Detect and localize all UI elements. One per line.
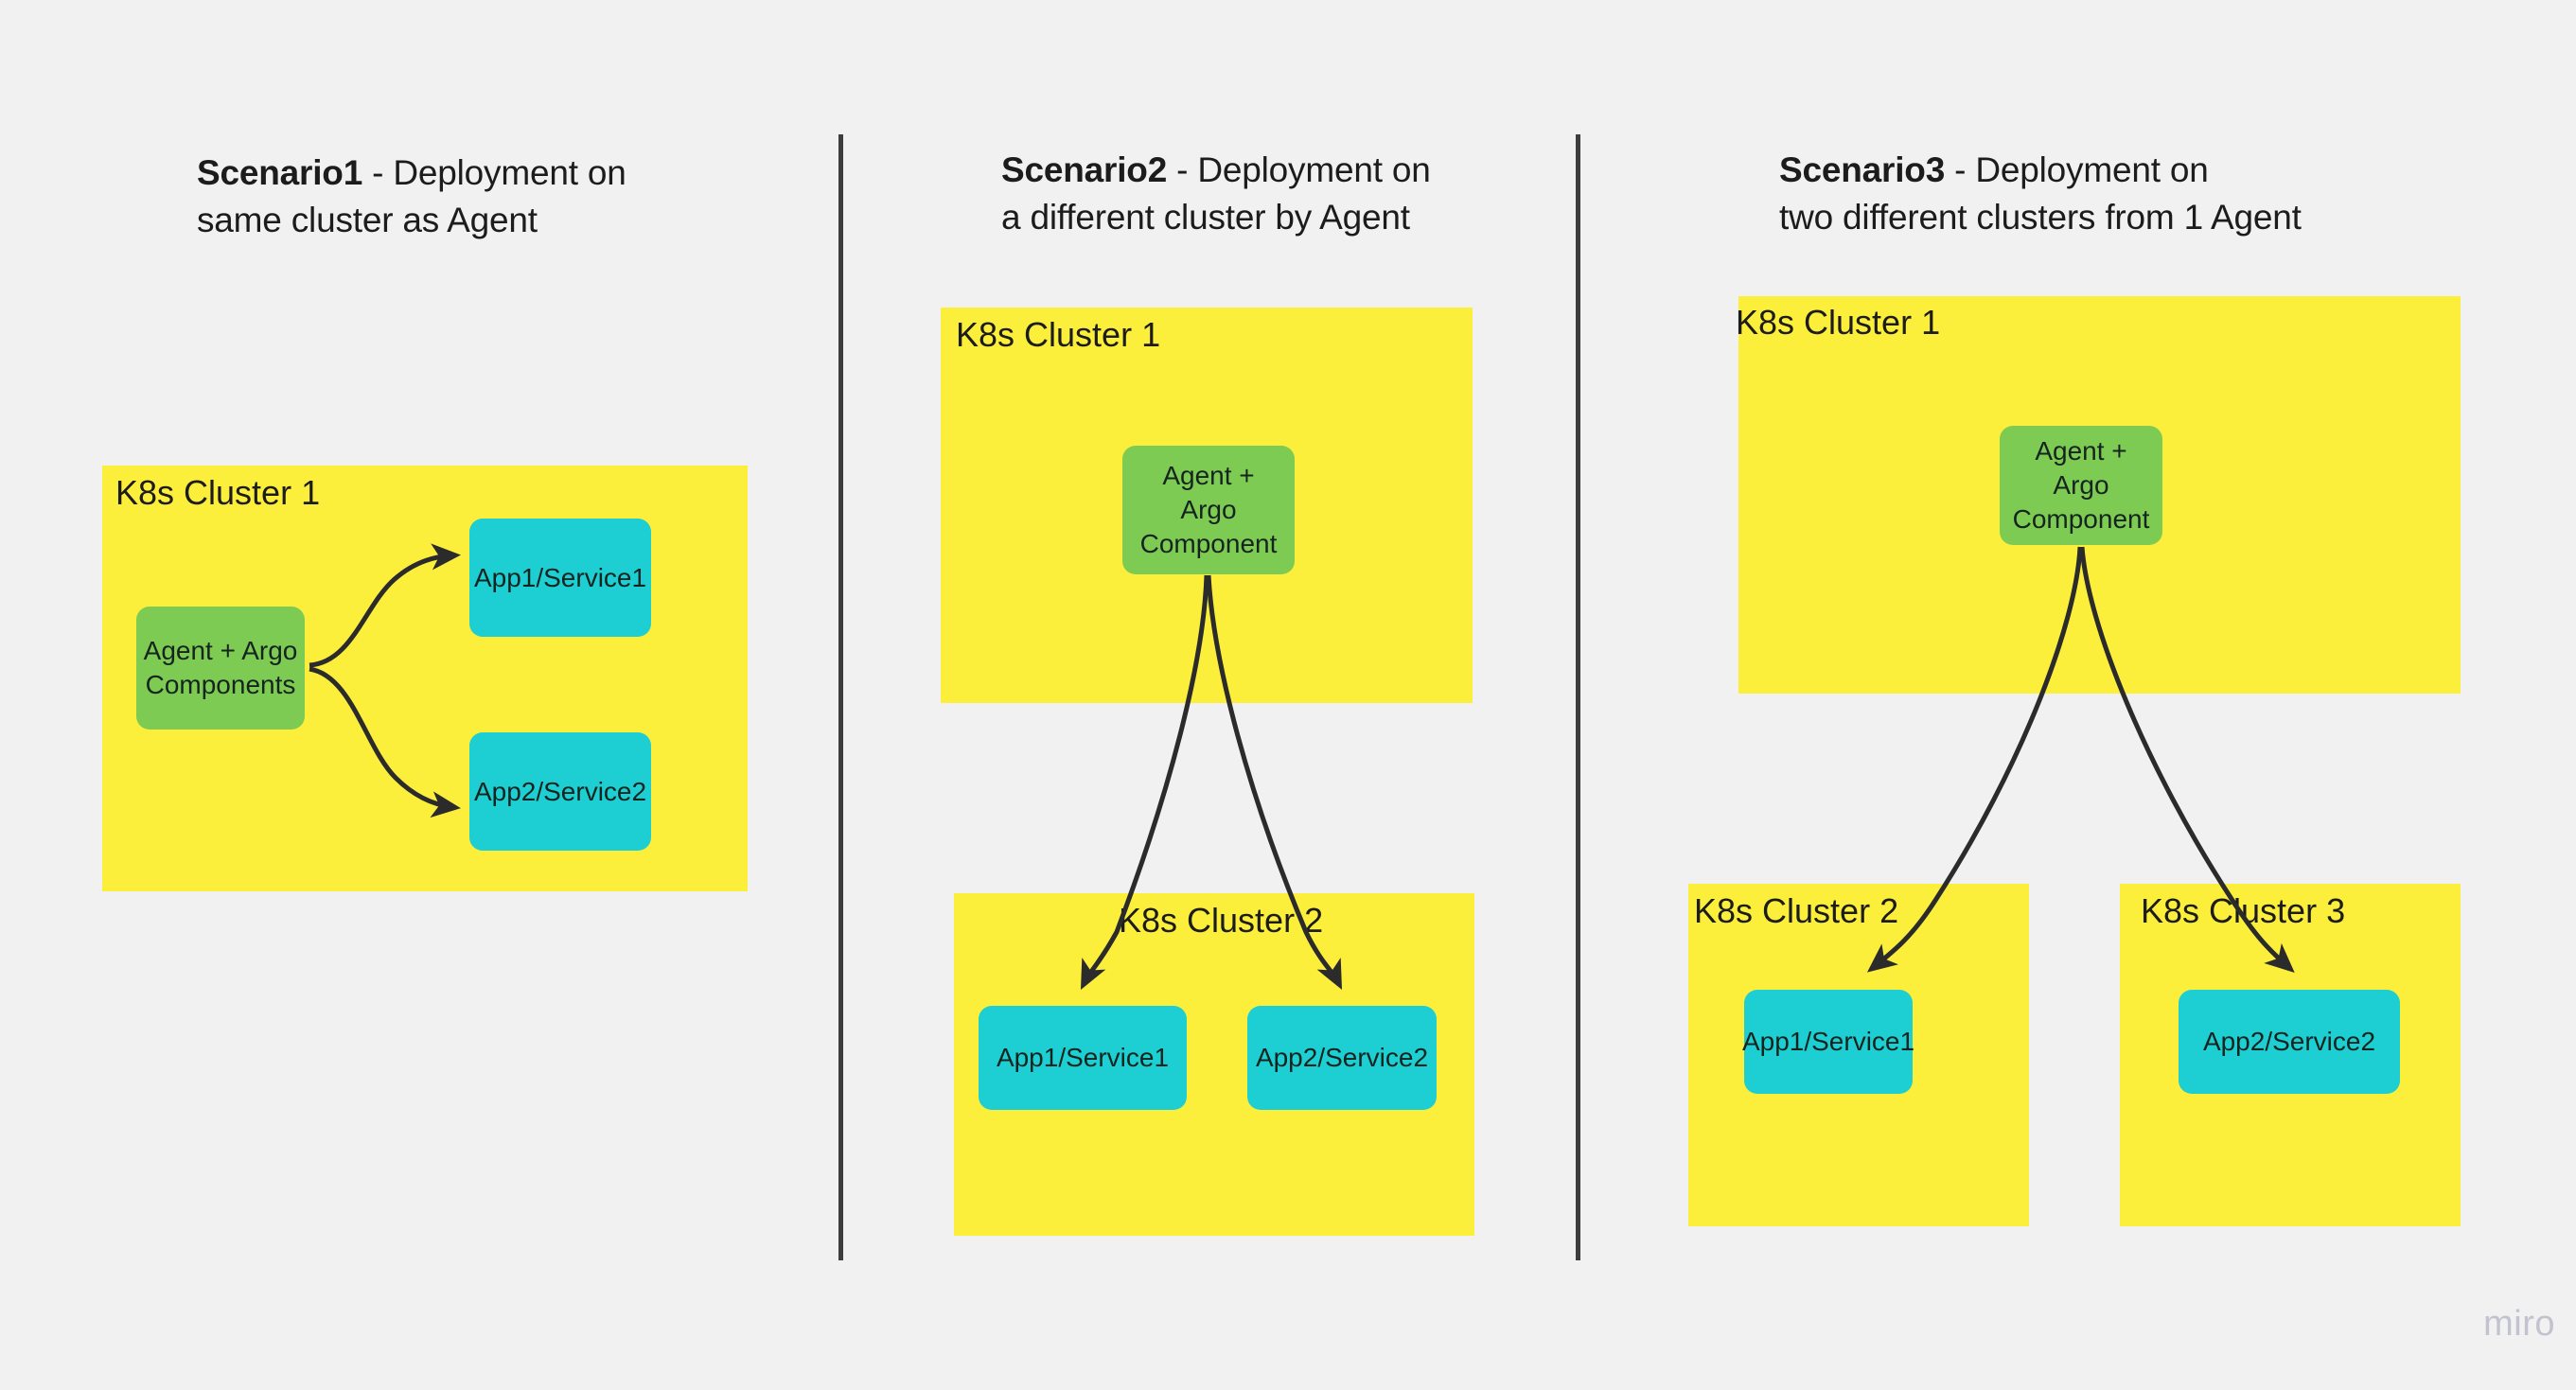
scenario-2-heading: Scenario2 - Deployment on a different cl… xyxy=(1001,147,1431,241)
scenario-2-heading-rest: - Deployment on a different cluster by A… xyxy=(1001,150,1431,237)
scenario-3-agent-node[interactable]: Agent + Argo Component xyxy=(2000,426,2162,545)
scenario-3-cluster-1-label: K8s Cluster 1 xyxy=(1736,303,1941,342)
scenario-2-cluster-2-label: K8s Cluster 2 xyxy=(1119,901,1324,940)
scenario-3-heading: Scenario3 - Deployment on two different … xyxy=(1779,147,2302,241)
scenario-3-app2-node[interactable]: App2/Service2 xyxy=(2179,990,2400,1094)
scenario-2-agent-node[interactable]: Agent + Argo Component xyxy=(1122,446,1295,574)
scenario-3-app1-node[interactable]: App1/Service1 xyxy=(1742,990,1914,1094)
scenario-2-heading-strong: Scenario2 xyxy=(1001,150,1168,189)
scenario-2-cluster-1-label: K8s Cluster 1 xyxy=(956,315,1161,354)
scenario-2-app2-node[interactable]: App2/Service2 xyxy=(1247,1006,1437,1110)
scenario-2-app1-node[interactable]: App1/Service1 xyxy=(979,1006,1187,1110)
scenario-3-cluster-3-label: K8s Cluster 3 xyxy=(2141,891,2346,930)
scenario-1-heading-rest: - Deployment on same cluster as Agent xyxy=(197,153,626,239)
scenario-3-heading-strong: Scenario3 xyxy=(1779,150,1946,189)
scenario-1-heading-strong: Scenario1 xyxy=(197,153,363,192)
miro-watermark: miro xyxy=(2483,1304,2555,1344)
scenario-1-cluster-1-label: K8s Cluster 1 xyxy=(115,473,321,512)
scenario-1-app2-node[interactable]: App2/Service2 xyxy=(469,732,651,851)
panel-divider-1 xyxy=(838,134,843,1260)
scenario-3-heading-rest: - Deployment on two different clusters f… xyxy=(1779,150,2302,237)
scenario-1-app1-node[interactable]: App1/Service1 xyxy=(469,519,651,637)
scenario-1-heading: Scenario1 - Deployment on same cluster a… xyxy=(197,150,626,244)
panel-divider-2 xyxy=(1576,134,1580,1260)
scenario-1-agent-node[interactable]: Agent + Argo Components xyxy=(136,607,305,730)
scenario-3-cluster-2-label: K8s Cluster 2 xyxy=(1694,891,1899,930)
